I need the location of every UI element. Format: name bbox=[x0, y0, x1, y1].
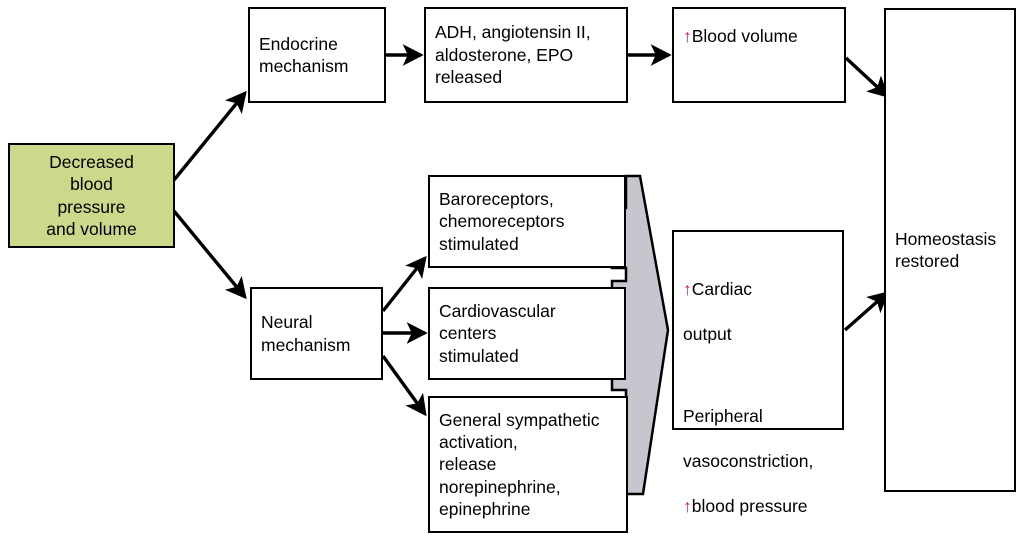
effect-text: blood pressure bbox=[691, 495, 808, 516]
effect-text: Peripheral bbox=[683, 406, 763, 427]
connector-stimulus-to-neural bbox=[172, 209, 247, 300]
node-cardiovascular-centers-stimulated[interactable]: Cardiovascular centers stimulated bbox=[428, 287, 626, 380]
node-neural-mechanism[interactable]: Neural mechanism bbox=[250, 287, 383, 380]
effect-line: ↑Cardiac bbox=[683, 278, 813, 300]
node-label: Endocrine mechanism bbox=[259, 33, 349, 76]
node-hormones-released[interactable]: ADH, angiotensin II, aldosterone, EPO re… bbox=[424, 7, 628, 103]
node-label: Cardiovascular centers stimulated bbox=[439, 300, 556, 366]
effect-line: vasoconstriction, bbox=[683, 450, 813, 472]
node-baroreceptors-stimulated[interactable]: Baroreceptors, chemoreceptors stimulated bbox=[428, 175, 626, 268]
effect-spacer bbox=[683, 368, 813, 383]
node-label: Decreased blood pressure and volume bbox=[46, 151, 137, 239]
effect-line: output bbox=[683, 323, 813, 345]
node-label-text: Blood volume bbox=[691, 26, 798, 46]
up-arrow-icon: ↑ bbox=[683, 495, 692, 516]
node-label: Neural mechanism bbox=[261, 312, 351, 355]
node-blood-volume[interactable]: ↑Blood volume bbox=[672, 7, 846, 103]
node-label: General sympathetic activation, release … bbox=[439, 409, 600, 520]
connector-stimulus-to-endocrine bbox=[172, 90, 247, 182]
connector-blood-volume-to-homeostasis bbox=[844, 56, 889, 98]
effects-list: ↑Cardiac output Peripheral vasoconstrict… bbox=[674, 232, 822, 539]
node-label: Baroreceptors, chemoreceptors stimulated bbox=[439, 188, 565, 254]
effect-text: output bbox=[683, 324, 732, 345]
node-label: ADH, angiotensin II, aldosterone, EPO re… bbox=[435, 22, 591, 88]
up-arrow-icon: ↑ bbox=[683, 279, 692, 300]
effect-line: Peripheral bbox=[683, 405, 813, 427]
node-endocrine-mechanism[interactable]: Endocrine mechanism bbox=[248, 7, 386, 103]
connector-neural-to-sympathetic bbox=[381, 355, 427, 417]
node-label: ↑Blood volume bbox=[674, 9, 807, 47]
node-label: Homeostasis restored bbox=[895, 228, 997, 271]
node-general-sympathetic-activation[interactable]: General sympathetic activation, release … bbox=[428, 396, 628, 533]
up-arrow-icon: ↑ bbox=[683, 26, 692, 46]
node-decreased-blood-pressure-volume[interactable]: Decreased blood pressure and volume bbox=[8, 143, 175, 248]
connector-neural-to-baroreceptors bbox=[381, 255, 427, 313]
node-cardiac-output-effects[interactable]: ↑Cardiac output Peripheral vasoconstrict… bbox=[672, 230, 844, 516]
effect-text: vasoconstriction, bbox=[683, 451, 814, 472]
connector-effects-to-homeostasis bbox=[843, 291, 890, 332]
effect-text: Cardiac bbox=[691, 279, 753, 300]
effect-line: ↑blood pressure bbox=[683, 495, 813, 517]
node-homeostasis-restored[interactable]: Homeostasis restored bbox=[884, 8, 1016, 492]
